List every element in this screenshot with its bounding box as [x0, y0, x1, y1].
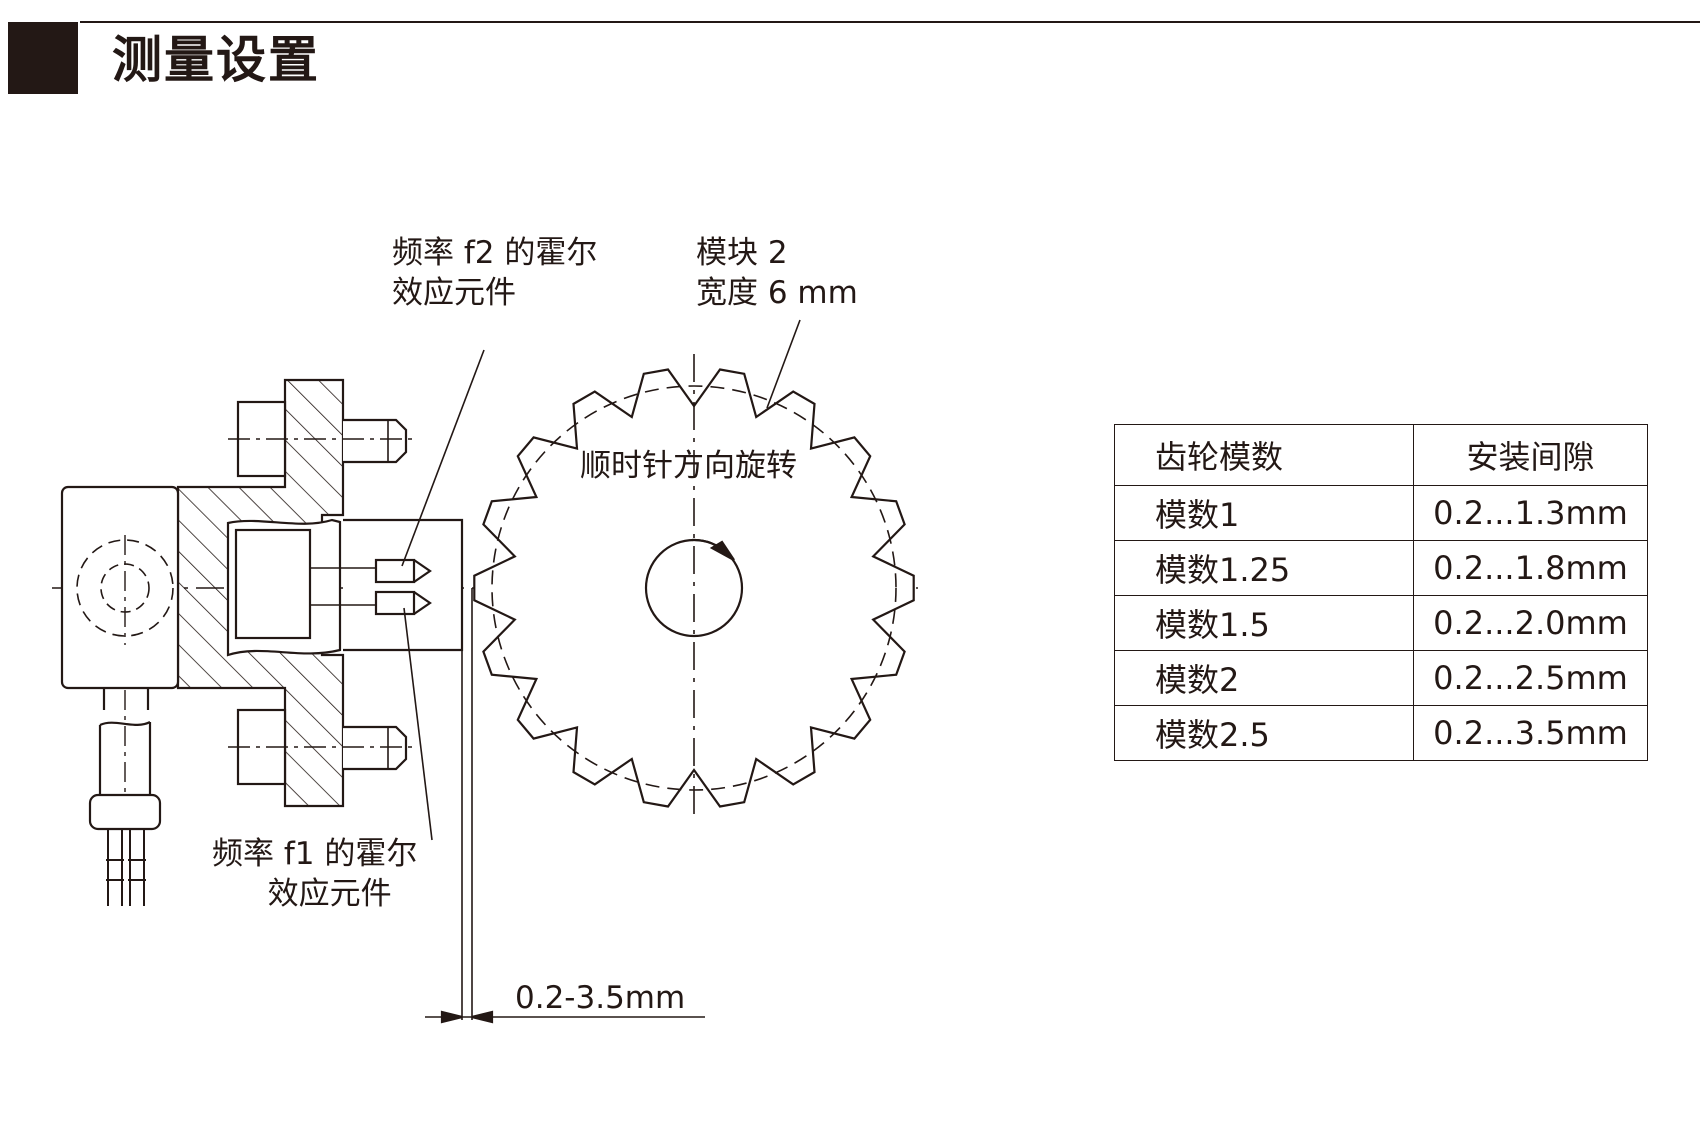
- table-cell-module: 模数2.5: [1114, 705, 1414, 761]
- table-cell-module: 模数2: [1114, 650, 1414, 706]
- label-gap: 0.2-3.5mm: [515, 980, 686, 1016]
- leader-module: [766, 319, 801, 409]
- connector-circle: [76, 539, 174, 637]
- table-cell-gap: 0.2...2.5mm: [1413, 650, 1648, 706]
- table-cell-module: 模数1: [1114, 485, 1414, 541]
- label-hall-f2: 频率 f2 的霍尔效应元件: [392, 235, 598, 311]
- rotation-arrow-icon: [709, 540, 735, 561]
- table-row: 模数1.5 0.2...2.0mm: [1114, 595, 1648, 651]
- cable: [98, 688, 152, 795]
- table-cell-gap: 0.2...2.0mm: [1413, 595, 1648, 651]
- table-row: 模数1.25 0.2...1.8mm: [1114, 540, 1648, 596]
- hall-element-f1: [374, 590, 416, 616]
- hall-element-f2: [374, 558, 416, 584]
- table-header-module: 齿轮模数: [1114, 424, 1414, 486]
- connector-housing: [60, 485, 180, 690]
- cable-sleeve: [88, 793, 162, 831]
- leader-f1: [403, 607, 433, 841]
- table-row: 模数2.5 0.2...3.5mm: [1114, 705, 1648, 761]
- screw-bottom-thread: [343, 725, 408, 771]
- probe-tip: [343, 518, 464, 652]
- table-row: 模数2 0.2...2.5mm: [1114, 650, 1648, 706]
- table-cell-module: 模数1.25: [1114, 540, 1414, 596]
- table-cell-gap: 0.2...1.3mm: [1413, 485, 1648, 541]
- gear-outline: [473, 368, 915, 808]
- gear: [473, 354, 915, 822]
- leader-f2: [401, 349, 485, 567]
- label-rotation: 顺时针方向旋转: [580, 448, 797, 484]
- header-block: [8, 22, 78, 94]
- page-title: 测量设置: [112, 31, 320, 89]
- table-header-gap: 安装间隙: [1413, 424, 1648, 486]
- table-cell-gap: 0.2...3.5mm: [1413, 705, 1648, 761]
- table-row: 模数1 0.2...1.3mm: [1114, 485, 1648, 541]
- table-header-row: 齿轮模数 安装间隙: [1114, 424, 1648, 486]
- cable-wires: [106, 829, 146, 906]
- header-rule: [80, 21, 1700, 23]
- label-hall-f1: 频率 f1 的霍尔效应元件: [212, 836, 418, 912]
- screw-top-thread: [343, 418, 408, 464]
- table-cell-module: 模数1.5: [1114, 595, 1414, 651]
- sensor-element: [234, 528, 312, 640]
- table-cell-gap: 0.2...1.8mm: [1413, 540, 1648, 596]
- module-gap-table: 齿轮模数 安装间隙 模数1 0.2...1.3mm 模数1.25 0.2...1…: [1114, 424, 1648, 761]
